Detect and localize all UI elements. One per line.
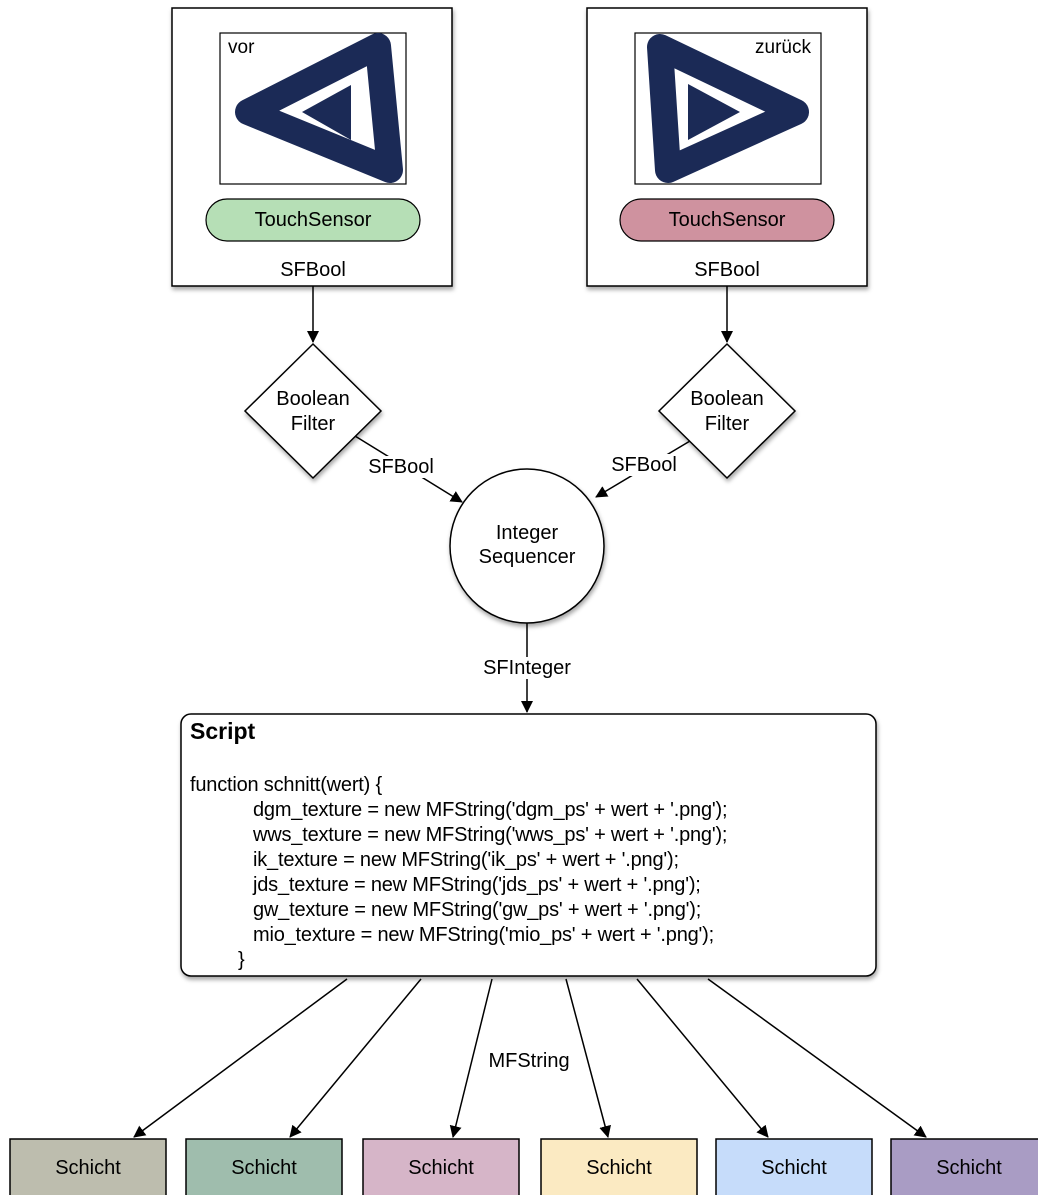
arrow-script-to-layer-5 xyxy=(636,978,769,1138)
sfbool-filter-right-output-label: SFBool xyxy=(609,454,679,476)
touch-sensor-right[interactable] xyxy=(619,198,835,242)
arrow-script-to-layer-4 xyxy=(565,978,611,1138)
layer-box-5[interactable] xyxy=(715,1138,873,1195)
boolean-filter-right[interactable] xyxy=(657,342,797,480)
arrow-script-to-layer-3 xyxy=(449,978,493,1138)
layer-box-1[interactable] xyxy=(9,1138,167,1195)
code-line-7: mio_texture = new MFString('mio_ps' + we… xyxy=(253,924,714,946)
layer-label-4: Schicht xyxy=(586,1157,652,1179)
vor-label: vor xyxy=(228,37,255,58)
layer-box-3[interactable] xyxy=(362,1138,520,1195)
arrow-script-to-layer-2 xyxy=(289,978,422,1138)
layer-label-6: Schicht xyxy=(936,1157,1002,1179)
layer-label-3: Schicht xyxy=(408,1157,474,1179)
sfinteger-output-label: SFInteger xyxy=(481,657,573,679)
boolean-filter-left[interactable] xyxy=(243,342,383,480)
triangle-left-icon[interactable] xyxy=(235,33,403,183)
boolean-filter-right-line2: Filter xyxy=(704,413,750,435)
code-line-8: } xyxy=(238,949,245,971)
sfbool-right-output-label: SFBool xyxy=(694,259,760,281)
boolean-filter-right-line1: Boolean xyxy=(690,388,764,410)
boolean-filter-left-line2: Filter xyxy=(290,413,336,435)
boolean-filter-left-line1: Boolean xyxy=(276,388,350,410)
layer-label-5: Schicht xyxy=(761,1157,827,1179)
layer-box-6[interactable] xyxy=(890,1138,1038,1195)
layer-box-2[interactable] xyxy=(185,1138,343,1195)
layer-label-1: Schicht xyxy=(55,1157,121,1179)
sfbool-filter-left-output-label: SFBool xyxy=(366,456,436,478)
layer-label-2: Schicht xyxy=(231,1157,297,1179)
mfstring-output-label: MFString xyxy=(486,1050,572,1072)
sequencer-line1: Integer xyxy=(495,522,559,544)
touch-sensor-right-label: TouchSensor xyxy=(668,209,786,231)
code-line-5: jds_texture = new MFString('jds_ps' + we… xyxy=(253,874,701,896)
touch-sensor-left-label: TouchSensor xyxy=(254,209,372,231)
code-line-1: function schnitt(wert) { xyxy=(190,774,382,796)
code-line-2: dgm_texture = new MFString('dgm_ps' + we… xyxy=(253,799,728,821)
code-line-3: wws_texture = new MFString('wws_ps' + we… xyxy=(253,824,728,846)
triangle-right-icon[interactable] xyxy=(647,34,809,183)
sequencer-line2: Sequencer xyxy=(478,546,576,568)
code-line-4: ik_texture = new MFString('ik_ps' + wert… xyxy=(253,849,679,871)
script-box xyxy=(180,713,877,977)
sfbool-left-output-label: SFBool xyxy=(280,259,346,281)
touch-sensor-left[interactable] xyxy=(205,198,421,242)
layer-box-4[interactable] xyxy=(540,1138,698,1195)
arrow-script-to-layer-1 xyxy=(133,978,348,1138)
zurueck-label: zurück xyxy=(755,37,811,58)
code-line-6: gw_texture = new MFString('gw_ps' + wert… xyxy=(253,899,702,921)
script-title: Script xyxy=(190,718,256,744)
arrow-script-to-layer-6 xyxy=(707,978,927,1138)
